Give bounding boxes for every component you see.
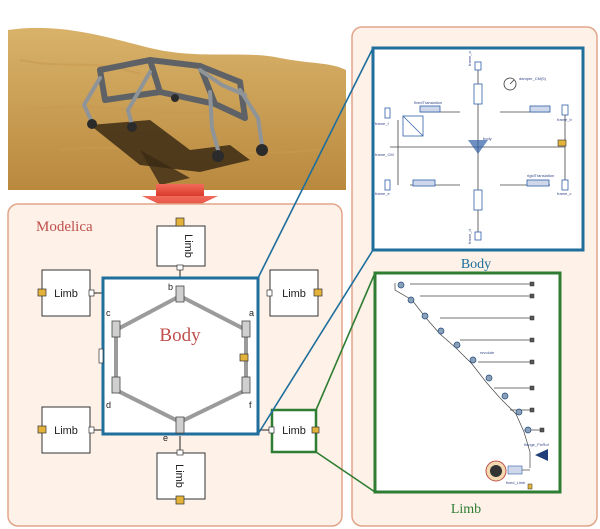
modelica-title: Modelica: [36, 219, 93, 235]
limb-label-right-lower: Limb: [282, 425, 306, 437]
joint-letter-d: d: [106, 400, 111, 410]
tiny-flange: flange_FlxRot: [524, 442, 550, 447]
limb-block-right-lower[interactable]: Limb: [268, 408, 320, 454]
limb-label-left-upper: Limb: [54, 288, 78, 300]
tiny-frame-cm: frame_CM: [375, 152, 394, 157]
limb-block-bottom[interactable]: Limb: [156, 449, 206, 505]
tiny-frame-f: frame_f: [375, 121, 389, 126]
robot-render-image: [8, 26, 346, 196]
body-detail-caption: Body: [461, 257, 491, 272]
tiny-damper: damper_CM(5): [519, 76, 547, 81]
limb-detail-caption: Limb: [451, 502, 481, 517]
tiny-frame-b: frame_b: [557, 117, 572, 122]
body-detail-diagram: frame_a frame_d frame_f frame_CM frame_e…: [371, 46, 585, 252]
limb-label-bottom: Limb: [173, 464, 185, 488]
tiny-frame-a: frame_a: [467, 51, 472, 66]
limb-label-right-upper: Limb: [282, 288, 306, 300]
body-joint-blocks: [111, 285, 251, 434]
joint-letter-e: e: [163, 433, 168, 443]
joint-letter-b: b: [168, 282, 173, 292]
tiny-frame-c: frame_c: [557, 191, 571, 196]
joint-letter-a: a: [249, 308, 254, 318]
tiny-rigid: rigidTranslation: [527, 173, 554, 178]
tiny-frame-e: frame_e: [375, 191, 390, 196]
zoom-lines-body: [257, 47, 374, 435]
tiny-revolute: revolute: [480, 350, 495, 355]
tiny-fixed-translation: fixedTranslation: [414, 100, 442, 105]
limb-block-left-lower[interactable]: Limb: [37, 406, 95, 454]
limb-label-top: Limb: [182, 234, 194, 258]
limb-block-right-upper[interactable]: Limb: [266, 269, 323, 317]
joint-letter-f: f: [249, 400, 252, 410]
tiny-fixed-limb: fixed_Limb: [506, 480, 526, 485]
limb-label-left-lower: Limb: [54, 425, 78, 437]
tiny-frame-d: frame_d: [467, 229, 472, 244]
limb-block-left-upper[interactable]: Limb: [37, 269, 95, 317]
zoom-lines-limb: [315, 272, 376, 493]
tiny-body: body: [483, 136, 492, 141]
body-block[interactable]: Body b a c d f e: [98, 276, 260, 443]
body-label: Body: [159, 325, 201, 346]
limb-block-top[interactable]: Limb: [156, 217, 206, 271]
joint-letter-c: c: [106, 308, 111, 318]
limb-detail-diagram: flange_FlxRot revolute fixed_Limb: [373, 271, 562, 494]
